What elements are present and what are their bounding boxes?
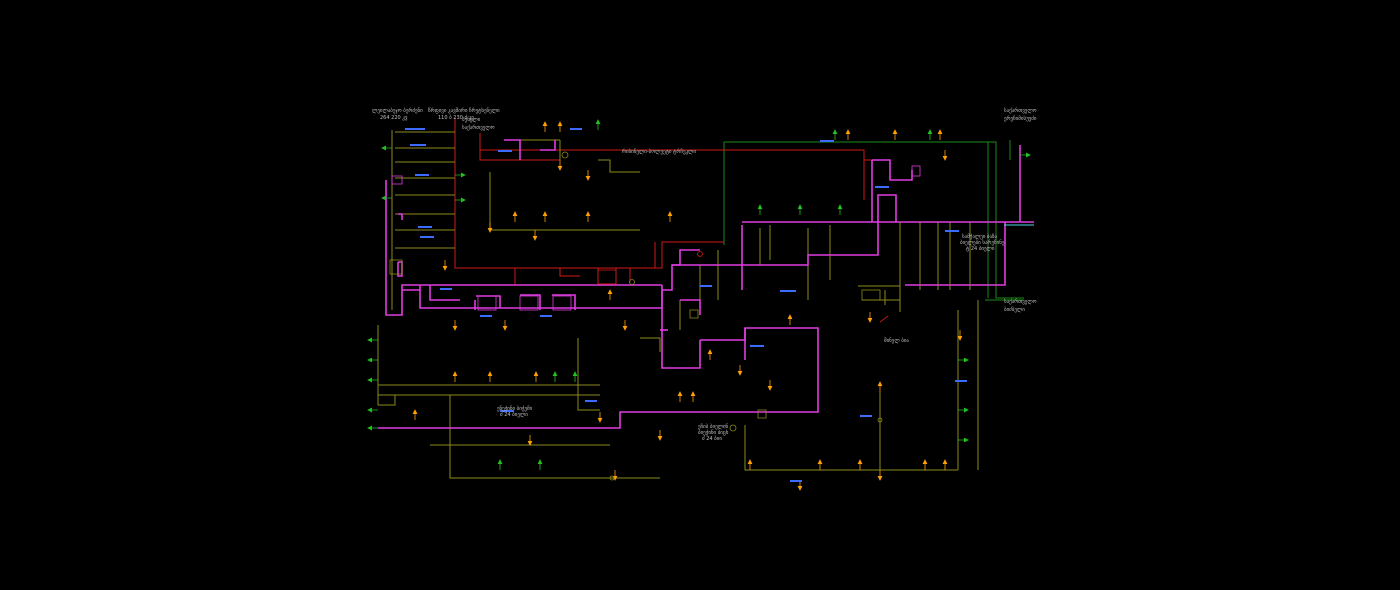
label-sub-right-3: ტ 24 ბიელი — [966, 245, 995, 252]
label-sub-right-1: სამქალეი ბაზა — [962, 233, 998, 240]
label-sub-right-2: ბიელები სარეჩინე — [960, 239, 1005, 246]
label-top-left-2b: 110 ბ 230 ძ კვ — [438, 114, 474, 121]
label-top-left-1b: 264 220 კვ — [380, 115, 408, 121]
label-top-right-2: ერეჩიმისუუძი — [1004, 115, 1037, 122]
label-bottom-mid-3: ძ 24 ბიი — [702, 435, 722, 442]
label-bottom-left-1: ენეჭინი ბიჭემი — [497, 405, 533, 412]
arrows — [367, 119, 1031, 491]
label-bottom-left-2: ძ 24 ბიელი — [500, 411, 528, 418]
label-top-left-3: ბუნელი — [462, 116, 481, 123]
label-top-right-1: საქართველო — [1004, 107, 1037, 114]
label-top-center: რისინელი-ბოლუეტი ტრჩეკლი — [622, 148, 696, 155]
label-right-mid-1: საქართველო — [1004, 298, 1037, 305]
text-labels: ლეილაბეჯო ბერძენი 264 220 კვ წრფივი კავშ… — [372, 107, 1037, 442]
label-bottom-mid-1: ეჩიბ ბიელინ — [698, 423, 729, 430]
label-top-left-4: საქართველო — [462, 124, 495, 131]
label-top-left-1a: ლეილაბეჯო ბერძენი — [372, 107, 423, 114]
green-lines — [723, 140, 1024, 301]
equipment-codes — [405, 128, 967, 482]
label-top-left-2a: წრფივი კავშირი ჩრეტხენელი — [428, 107, 500, 114]
label-mid-right-note: შინელ ბია — [884, 337, 909, 344]
equipment — [389, 151, 921, 481]
olive-feeders — [377, 130, 979, 479]
magenta-buses — [378, 139, 1034, 429]
label-bottom-mid-2: ბიეჭინი ბიცხ — [698, 429, 729, 436]
label-right-mid-2: ბიძბელი — [1004, 306, 1025, 313]
